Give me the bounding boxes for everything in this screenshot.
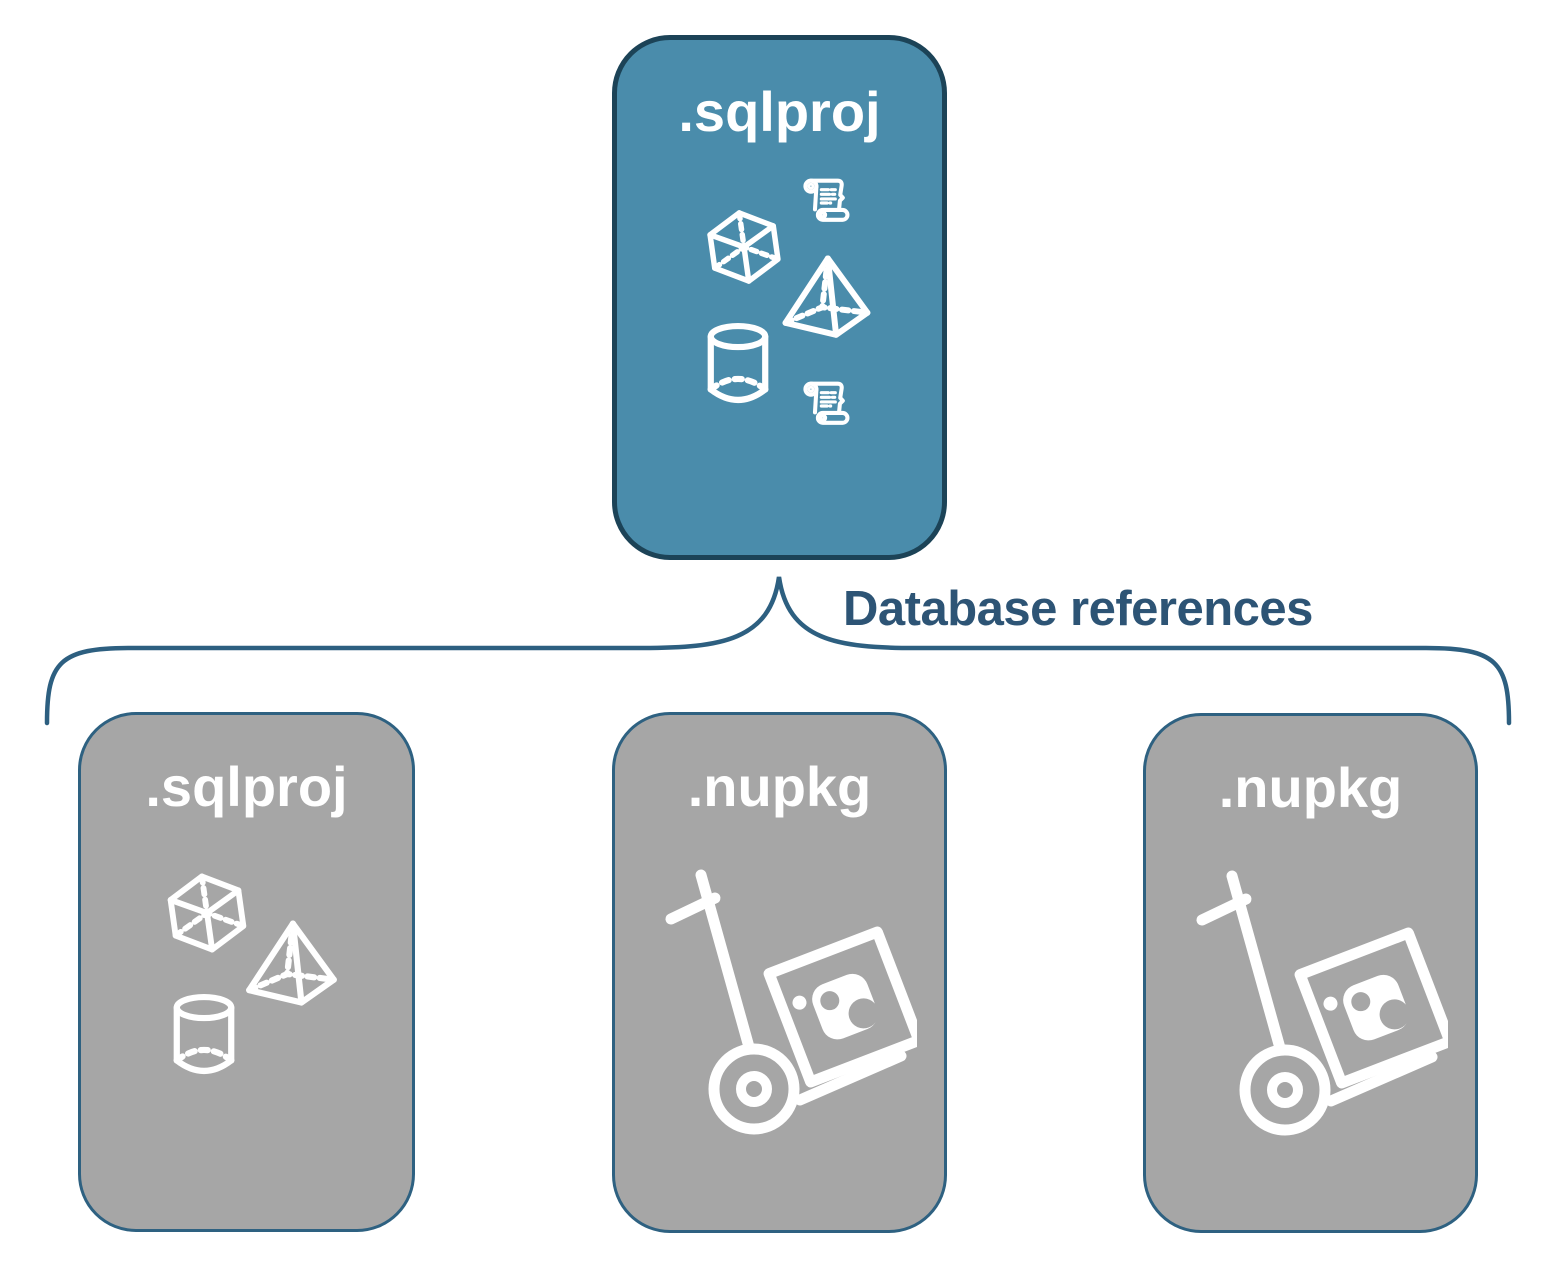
node-nupkg-reference-1: .nupkg xyxy=(612,712,947,1233)
pyramid-icon xyxy=(775,252,877,344)
database-cylinder-icon xyxy=(703,320,773,406)
pyramid-icon xyxy=(239,917,343,1012)
node-label: .nupkg xyxy=(687,755,872,818)
node-label: .sqlproj xyxy=(145,755,348,818)
database-cylinder-icon xyxy=(169,991,239,1077)
node-nupkg-reference-2: .nupkg xyxy=(1143,713,1478,1233)
cube-icon xyxy=(702,205,786,289)
package-handtruck-icon xyxy=(657,867,917,1167)
package-handtruck-icon xyxy=(1188,868,1448,1168)
script-scroll-icon xyxy=(797,376,855,436)
node-label: .nupkg xyxy=(1218,756,1403,819)
node-label: .sqlproj xyxy=(678,80,881,143)
node-sqlproj-main: .sqlproj xyxy=(612,35,947,560)
script-scroll-icon xyxy=(797,173,855,233)
connector-caption: Database references xyxy=(843,582,1313,636)
node-sqlproj-reference: .sqlproj xyxy=(78,712,415,1232)
